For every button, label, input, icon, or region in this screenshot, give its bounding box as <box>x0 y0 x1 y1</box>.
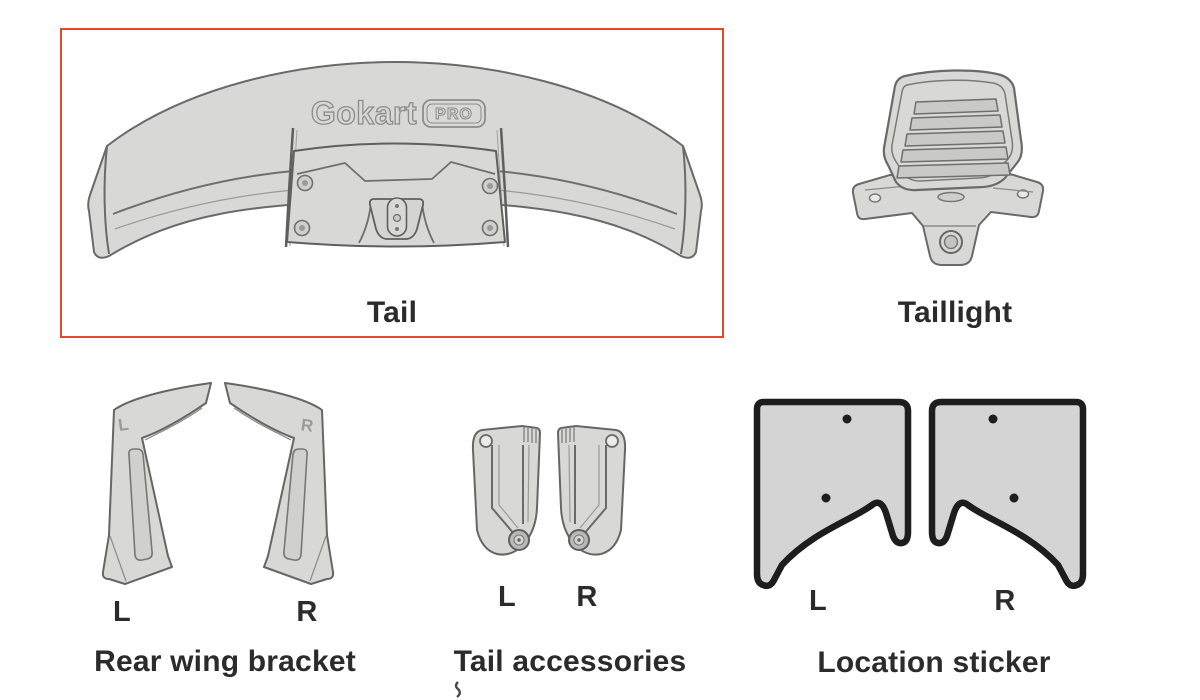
rear-wing-bracket-left-shape <box>101 382 212 585</box>
variant-label-left: L <box>498 581 516 613</box>
tail-bracket-shape <box>286 142 506 248</box>
taillight-bracket-shape <box>851 173 1045 266</box>
gokart-logo-text: Gokart <box>311 95 417 131</box>
taillight-illustration <box>851 69 1045 266</box>
part-cell-location-sticker[interactable]: L R Location sticker <box>730 380 1110 680</box>
rear-wing-bracket-illustration: L R <box>101 382 335 585</box>
pro-badge <box>422 99 486 128</box>
taillight-louvers <box>896 98 1011 179</box>
part-label-tail-accessories: Tail accessories <box>453 645 687 678</box>
embossed-l: L <box>117 415 130 435</box>
location-sticker-right-shape <box>928 398 1087 590</box>
tail-accessories-illustration <box>471 425 627 556</box>
part-cell-rear-wing-bracket[interactable]: L R L R Rear wing bracket <box>60 370 390 690</box>
part-label-tail: Tail <box>366 296 418 329</box>
variant-label-left: L <box>809 585 827 617</box>
variant-label-left: L <box>113 596 131 628</box>
part-cell-taillight[interactable]: Taillight <box>800 40 1110 340</box>
part-cell-tail-accessories[interactable]: L R Tail accessories <box>440 400 700 690</box>
screw-icon <box>293 174 499 237</box>
location-sticker-illustration <box>753 398 1087 590</box>
embossed-r: R <box>300 415 315 436</box>
variant-label-right: R <box>576 581 598 613</box>
tail-accessory-right-shape <box>557 425 627 556</box>
variant-label-right: R <box>994 585 1016 617</box>
stray-mark <box>454 681 461 698</box>
part-cell-tail[interactable]: Gokart PRO <box>60 28 724 338</box>
pro-badge-text: PRO <box>435 106 473 123</box>
gokart-pro-logo: Gokart PRO <box>310 94 486 132</box>
part-label-location-sticker: Location sticker <box>817 646 1051 679</box>
tail-accessory-left-shape <box>471 425 541 556</box>
tail-illustration: Gokart PRO <box>87 61 703 259</box>
part-label-rear-wing-bracket: Rear wing bracket <box>94 645 356 678</box>
location-sticker-left-shape <box>753 398 912 590</box>
variant-label-right: R <box>296 596 318 628</box>
part-label-taillight: Taillight <box>897 296 1013 329</box>
rear-wing-bracket-right-shape <box>224 382 335 585</box>
